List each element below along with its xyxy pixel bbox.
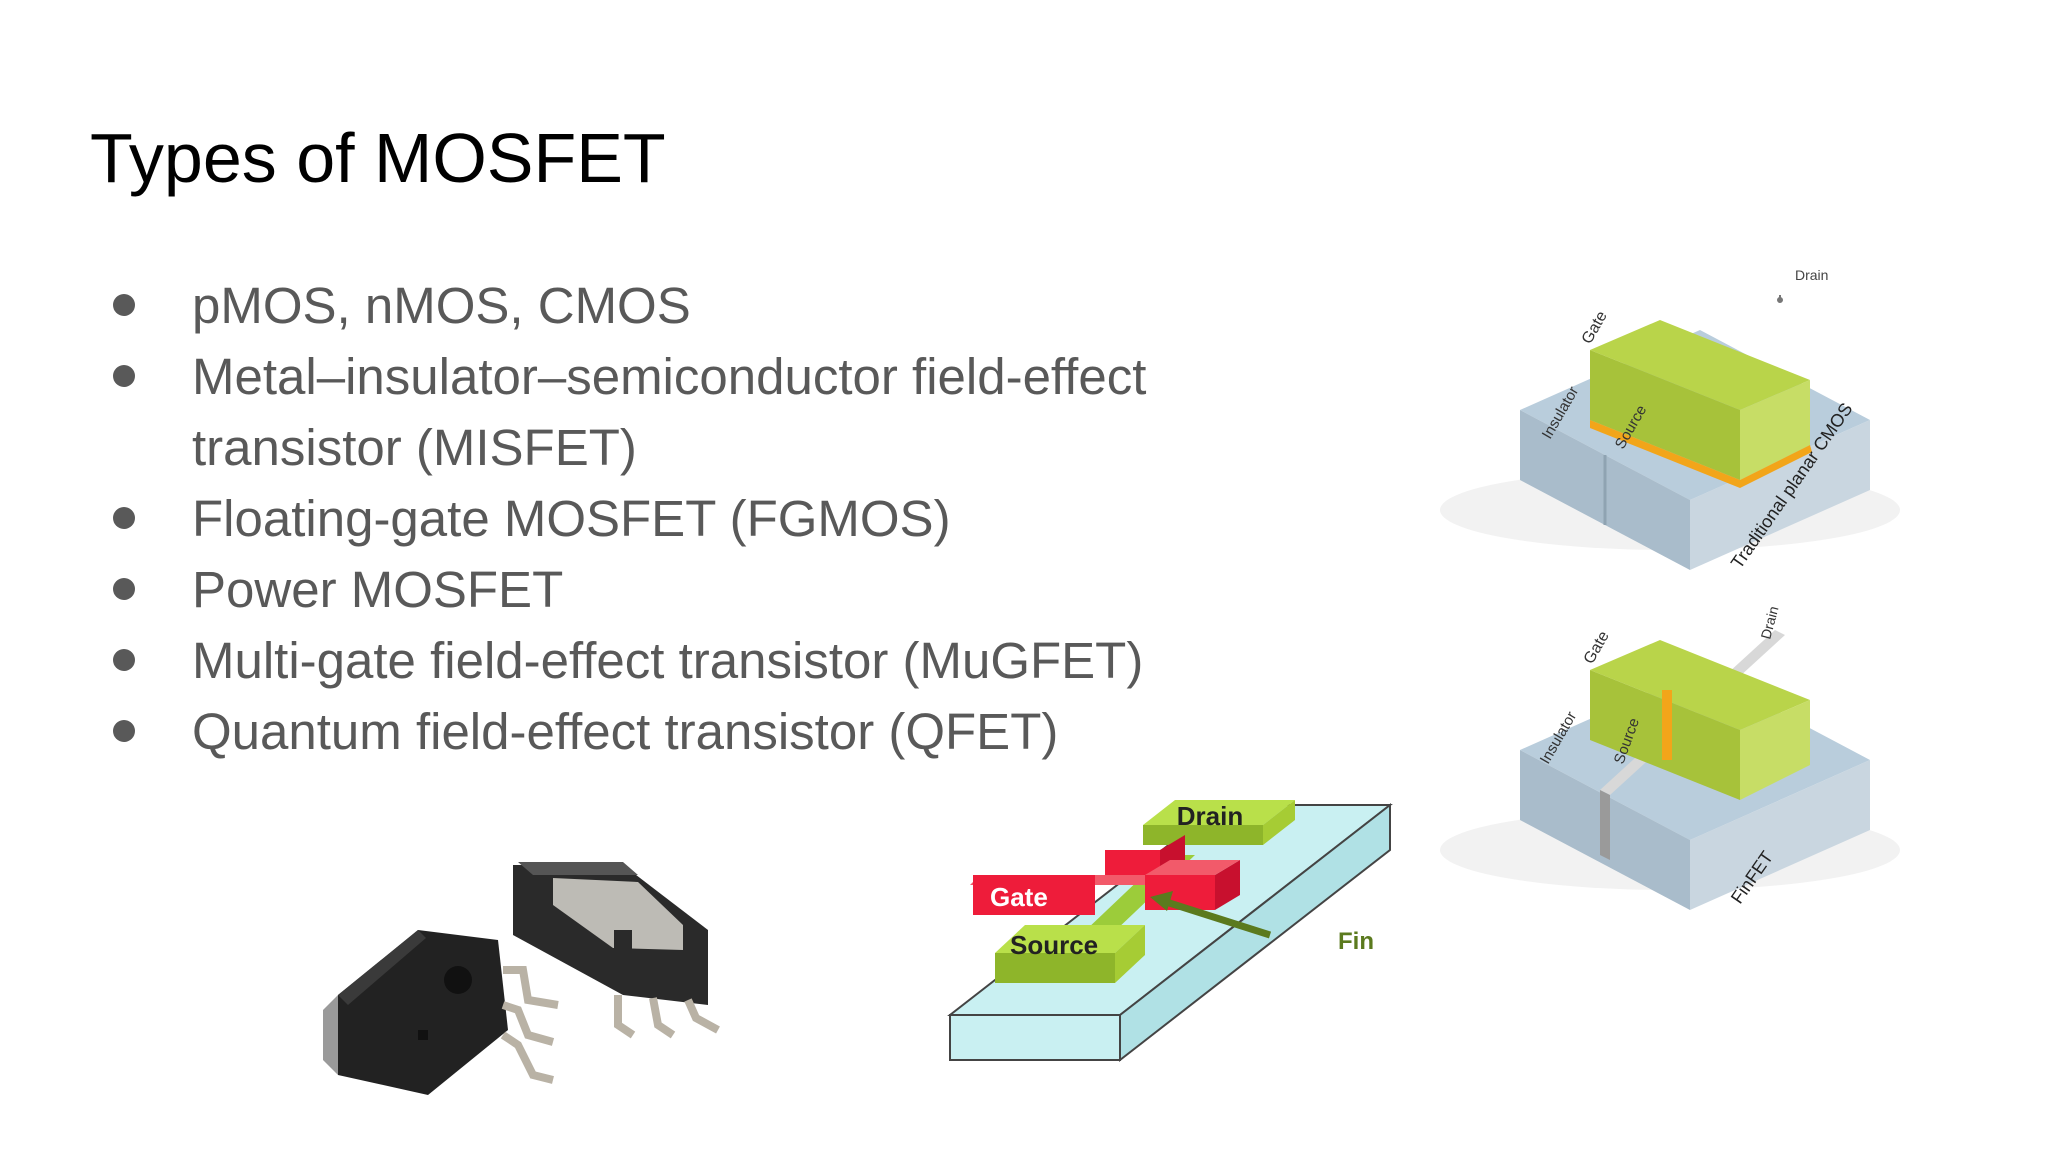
bullet-dot-icon [113,578,135,600]
fin-gate-label: Gate [990,882,1048,912]
bullet-text: Multi-gate field-effect transistor (MuGF… [192,632,1144,689]
planar-cmos-figure: Drain Gate Insulator Source Traditional … [1440,240,1920,580]
bullet-dot-icon [113,294,135,316]
planar-cmos-illustration: Drain Gate Insulator Source Traditional … [1440,267,1900,572]
bullet-dot-icon [113,649,135,671]
bullet-item: pMOS, nMOS, CMOS [110,270,1230,341]
finfet-gate-label: Gate [1581,628,1613,667]
bullet-dot-icon [113,507,135,529]
bullet-dot-icon [113,720,135,742]
bullet-text: Floating-gate MOSFET (FGMOS) [192,490,951,547]
bullet-item: Power MOSFET [110,554,1230,625]
bullet-item: Metal–insulator–semiconductor field-effe… [110,341,1230,483]
planar-gate-label: Gate [1579,308,1611,347]
bullet-item: Floating-gate MOSFET (FGMOS) [110,483,1230,554]
fin-source-label: Source [1010,930,1098,960]
bullet-text: Metal–insulator–semiconductor field-effe… [192,348,1147,476]
bullet-list: pMOS, nMOS, CMOS Metal–insulator–semicon… [110,270,1230,767]
slide-title: Types of MOSFET [90,119,666,197]
finfet-figure: Gate Drain Insulator Source FinFET [1440,580,1920,920]
fin-structure-illustration: Drain Gate Source Fin [947,800,1393,1063]
power-mosfet-photo [318,820,758,1150]
bullet-dot-icon [113,365,135,387]
bullet-text: Quantum field-effect transistor (QFET) [192,703,1059,760]
bullet-item: Quantum field-effect transistor (QFET) [110,696,1230,767]
power-mosfet-package-icon [318,820,758,1150]
finfet-illustration: Gate Drain Insulator Source FinFET [1440,604,1900,910]
fin-structure-diagram: Drain Gate Source Fin [945,775,1400,1070]
bullet-text: Power MOSFET [192,561,564,618]
fin-drain-label: Drain [1177,801,1243,831]
fin-fin-label: Fin [1338,928,1374,955]
bullet-item: Multi-gate field-effect transistor (MuGF… [110,625,1230,696]
bullet-text: pMOS, nMOS, CMOS [192,277,691,334]
planar-drain-label: Drain [1795,267,1828,283]
